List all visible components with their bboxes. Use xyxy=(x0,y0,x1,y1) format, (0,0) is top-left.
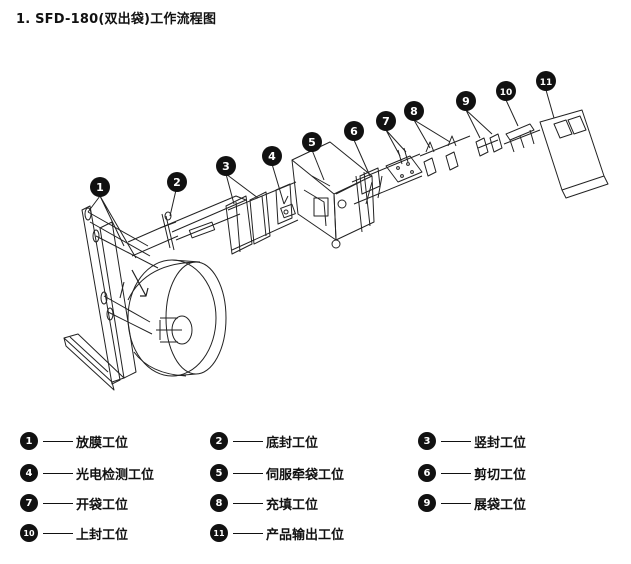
legend-dash xyxy=(233,532,263,534)
legend-label-8: 充填工位 xyxy=(266,497,319,513)
film-unwind-stand xyxy=(63,205,227,391)
cutting-station xyxy=(351,153,423,205)
legend-label-1: 放膜工位 xyxy=(76,435,129,451)
svg-text:10: 10 xyxy=(500,88,513,98)
legend-number-7: 7 xyxy=(20,494,38,512)
legend-label-3: 竖封工位 xyxy=(474,435,527,451)
svg-text:7: 7 xyxy=(382,115,390,128)
filling-station xyxy=(419,135,471,177)
callout-11: 11 xyxy=(536,71,556,91)
callout-6: 6 xyxy=(344,121,364,141)
legend-number-5: 5 xyxy=(210,464,228,482)
legend-number-3: 3 xyxy=(418,432,436,450)
legend-item-4: 4 光电检测工位 xyxy=(20,462,154,484)
legend-number-8: 8 xyxy=(210,494,228,512)
svg-text:11: 11 xyxy=(540,78,553,88)
svg-text:1: 1 xyxy=(96,181,104,194)
legend-item-1: 1 放膜工位 xyxy=(20,430,128,452)
legend-number-9: 9 xyxy=(418,494,436,512)
legend-number-4: 4 xyxy=(20,464,38,482)
svg-text:4: 4 xyxy=(268,150,276,163)
photoelectric-sensor xyxy=(280,195,296,219)
legend-item-9: 9 展袋工位 xyxy=(418,492,526,514)
svg-text:5: 5 xyxy=(308,136,316,149)
vertical-seal-station xyxy=(225,181,299,255)
legend-label-6: 剪切工位 xyxy=(474,467,527,483)
legend-number-10: 10 xyxy=(20,524,38,542)
top-seal-station xyxy=(503,123,541,153)
legend-item-10: 10 上封工位 xyxy=(20,522,128,544)
legend-dash xyxy=(441,472,471,474)
process-flow-illustration: 1 2 3 4 5 6 7 8 9 10 11 xyxy=(63,71,609,391)
output-chute xyxy=(539,109,609,199)
legend-item-11: 11 产品输出工位 xyxy=(210,522,344,544)
svg-text:2: 2 xyxy=(173,176,181,189)
legend-item-7: 7 开袋工位 xyxy=(20,492,128,514)
callout-3: 3 xyxy=(216,156,236,176)
callout-4: 4 xyxy=(262,146,282,166)
legend-label-2: 底封工位 xyxy=(266,435,319,451)
svg-text:9: 9 xyxy=(462,95,470,108)
legend-label-5: 伺服牵袋工位 xyxy=(266,467,345,483)
legend-item-6: 6 剪切工位 xyxy=(418,462,526,484)
diagram-title: 1. SFD-180(双出袋)工作流程图 xyxy=(16,12,217,27)
legend-label-9: 展袋工位 xyxy=(474,497,527,513)
callout-7: 7 xyxy=(376,111,396,131)
callout-1: 1 xyxy=(90,177,110,197)
legend-label-11: 产品输出工位 xyxy=(266,527,345,543)
legend-dash xyxy=(43,472,73,474)
legend-number-6: 6 xyxy=(418,464,436,482)
legend-dash xyxy=(441,440,471,442)
legend-dash xyxy=(233,472,263,474)
legend-item-3: 3 竖封工位 xyxy=(418,430,526,452)
legend-label-4: 光电检测工位 xyxy=(76,467,155,483)
callout-2: 2 xyxy=(167,172,187,192)
legend-number-11: 11 xyxy=(210,524,228,542)
legend-dash xyxy=(233,440,263,442)
legend-dash xyxy=(441,502,471,504)
legend-dash xyxy=(43,532,73,534)
legend-label-7: 开袋工位 xyxy=(76,497,129,513)
svg-text:3: 3 xyxy=(222,160,230,173)
legend-dash xyxy=(43,440,73,442)
callout-10: 10 xyxy=(496,81,516,101)
legend-number-2: 2 xyxy=(210,432,228,450)
legend-label-10: 上封工位 xyxy=(76,527,129,543)
bag-spreading-station xyxy=(475,133,503,157)
svg-text:6: 6 xyxy=(350,125,358,138)
callout-5: 5 xyxy=(302,132,322,152)
legend-item-8: 8 充填工位 xyxy=(210,492,318,514)
legend-item-2: 2 底封工位 xyxy=(210,430,318,452)
legend-item-5: 5 伺服牵袋工位 xyxy=(210,462,344,484)
legend-dash xyxy=(233,502,263,504)
bag-opening-station xyxy=(385,147,423,183)
callout-9: 9 xyxy=(456,91,476,111)
legend-number-1: 1 xyxy=(20,432,38,450)
callout-8: 8 xyxy=(404,101,424,121)
legend-dash xyxy=(43,502,73,504)
svg-text:8: 8 xyxy=(410,105,418,118)
